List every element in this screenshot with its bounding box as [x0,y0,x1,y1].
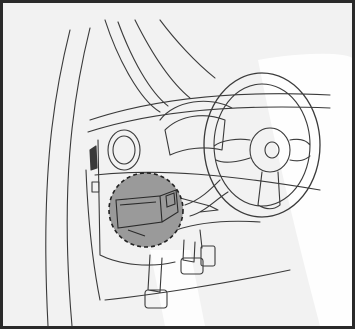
obd-port-highlight [109,173,183,247]
pedal-box-line [176,221,260,230]
a-pillar [105,20,160,112]
door-frame-line [46,30,70,326]
switch-button [92,182,99,192]
windshield-edge [135,20,190,98]
windshield-top [160,20,215,78]
obd-highlight-circle [109,173,183,247]
kick-panel [86,170,100,300]
left-vent-slot [90,146,97,170]
pedal-icon-accelerator [200,230,215,266]
air-vent-inner [113,136,135,164]
steering-column-lower [190,192,228,216]
instrument-cluster [165,116,225,155]
